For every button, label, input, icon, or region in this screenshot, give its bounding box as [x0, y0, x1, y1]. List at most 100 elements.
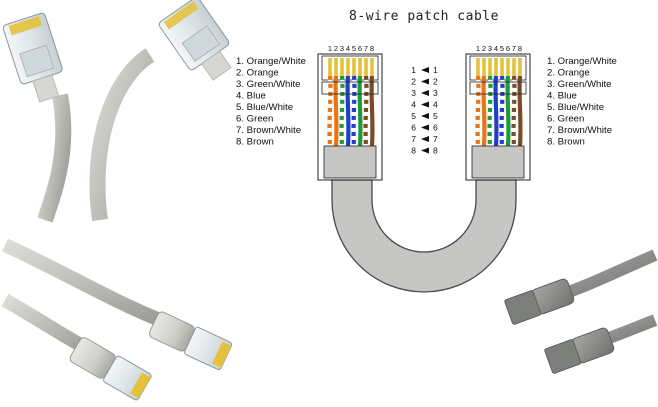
booted-plug-1 — [148, 311, 233, 371]
diagram-title: 8-wire patch cable — [349, 9, 499, 24]
left-wire-label: 8. Brown — [236, 137, 274, 148]
left-wire-label: 5. Blue/White — [236, 102, 293, 113]
wire — [345, 75, 351, 147]
svg-text:7: 7 — [411, 134, 416, 144]
wire — [517, 75, 523, 147]
contact-pin — [370, 58, 374, 76]
right-wire-label: 4. Blue — [547, 91, 577, 102]
left-wire-label: 3. Green/White — [236, 79, 301, 90]
svg-text:3: 3 — [433, 88, 438, 98]
right-wire-label: 6. Green — [547, 114, 584, 125]
connector-pin-number: 3 — [488, 44, 492, 53]
wire-stripe — [511, 75, 517, 147]
contact-pin — [352, 58, 356, 76]
connector-pin-number: 2 — [334, 44, 338, 53]
left-wire-label: 4. Blue — [236, 91, 266, 102]
connector-pin-number: 8 — [370, 44, 374, 53]
wire-stripe — [351, 75, 357, 147]
svg-text:4: 4 — [433, 100, 438, 110]
left-wire-label: 6. Green — [236, 114, 273, 125]
connector-pin-number: 6 — [506, 44, 510, 53]
connector-pin-number: 6 — [358, 44, 362, 53]
svg-text:8: 8 — [411, 146, 416, 156]
photo-dark-gray-patch-cable — [504, 249, 658, 374]
contact-pin — [518, 58, 522, 76]
wire — [357, 75, 363, 147]
svg-text:6: 6 — [433, 123, 438, 133]
right-wire-label: 5. Blue/White — [547, 102, 604, 113]
wire-stripe — [487, 75, 493, 147]
contact-pin — [488, 58, 492, 76]
contact-pin — [358, 58, 362, 76]
right-wire-label: 1. Orange/White — [547, 56, 617, 67]
wire — [481, 75, 487, 147]
contact-pin — [506, 58, 510, 76]
arrow-right-icon — [421, 90, 429, 96]
wire — [369, 75, 375, 147]
u-cable — [331, 179, 517, 293]
svg-text:5: 5 — [411, 111, 416, 121]
connector-pin-number: 1 — [476, 44, 480, 53]
svg-text:2: 2 — [433, 77, 438, 87]
photo-clear-plugs — [2, 0, 232, 223]
arrow-right-icon — [421, 78, 429, 85]
right-wire-legend: 1. Orange/White 2. Orange 3. Green/White… — [547, 56, 617, 148]
wire — [333, 75, 339, 147]
arrow-right-icon — [421, 124, 429, 131]
connector-pin-number: 5 — [500, 44, 504, 53]
left-wire-label: 2. Orange — [236, 68, 279, 79]
connector-pin-number: 5 — [352, 44, 356, 53]
right-wire-label: 3. Green/White — [547, 79, 612, 90]
arrow-right-icon — [421, 113, 429, 119]
connector-pin-number: 1 — [328, 44, 332, 53]
arrow-right-icon — [421, 136, 429, 142]
wire-stripe — [327, 75, 333, 147]
booted-plug-2 — [69, 337, 152, 401]
wire-stripe — [363, 75, 369, 147]
svg-text:6: 6 — [411, 123, 416, 133]
photo-gray-patch-cable — [1, 238, 233, 401]
left-wire-label: 1. Orange/White — [236, 56, 306, 67]
svg-text:8: 8 — [433, 146, 438, 156]
svg-text:1: 1 — [411, 65, 416, 75]
gray-plug-2 — [544, 327, 615, 374]
left-wire-legend: 1. Orange/White 2. Orange 3. Green/White… — [236, 56, 306, 148]
svg-text:1: 1 — [433, 65, 438, 75]
contact-pin — [364, 58, 368, 76]
wire-stripe — [499, 75, 505, 147]
wire-stripe — [475, 75, 481, 147]
svg-text:3: 3 — [411, 88, 416, 98]
connector-pin-number: 3 — [340, 44, 344, 53]
connector-pin-number: 2 — [482, 44, 486, 53]
connector-pin-number: 4 — [346, 44, 350, 53]
svg-text:7: 7 — [433, 134, 438, 144]
arrow-right-icon — [421, 67, 429, 73]
wire — [505, 75, 511, 147]
connector-pin-number: 7 — [364, 44, 368, 53]
svg-text:2: 2 — [411, 77, 416, 87]
svg-text:4: 4 — [411, 100, 416, 110]
arrow-right-icon — [421, 101, 429, 108]
contact-pin — [494, 58, 498, 76]
clear-plug-right — [158, 0, 232, 81]
clear-plug-left — [2, 12, 63, 103]
contact-pin — [328, 58, 332, 76]
right-wire-label: 2. Orange — [547, 68, 590, 79]
wire-stripe — [339, 75, 345, 147]
contact-pin — [482, 58, 486, 76]
left-wire-label: 7. Brown/White — [236, 125, 301, 136]
connector-pin-number: 8 — [518, 44, 522, 53]
contact-pin — [512, 58, 516, 76]
right-wire-label: 8. Brown — [547, 137, 585, 148]
